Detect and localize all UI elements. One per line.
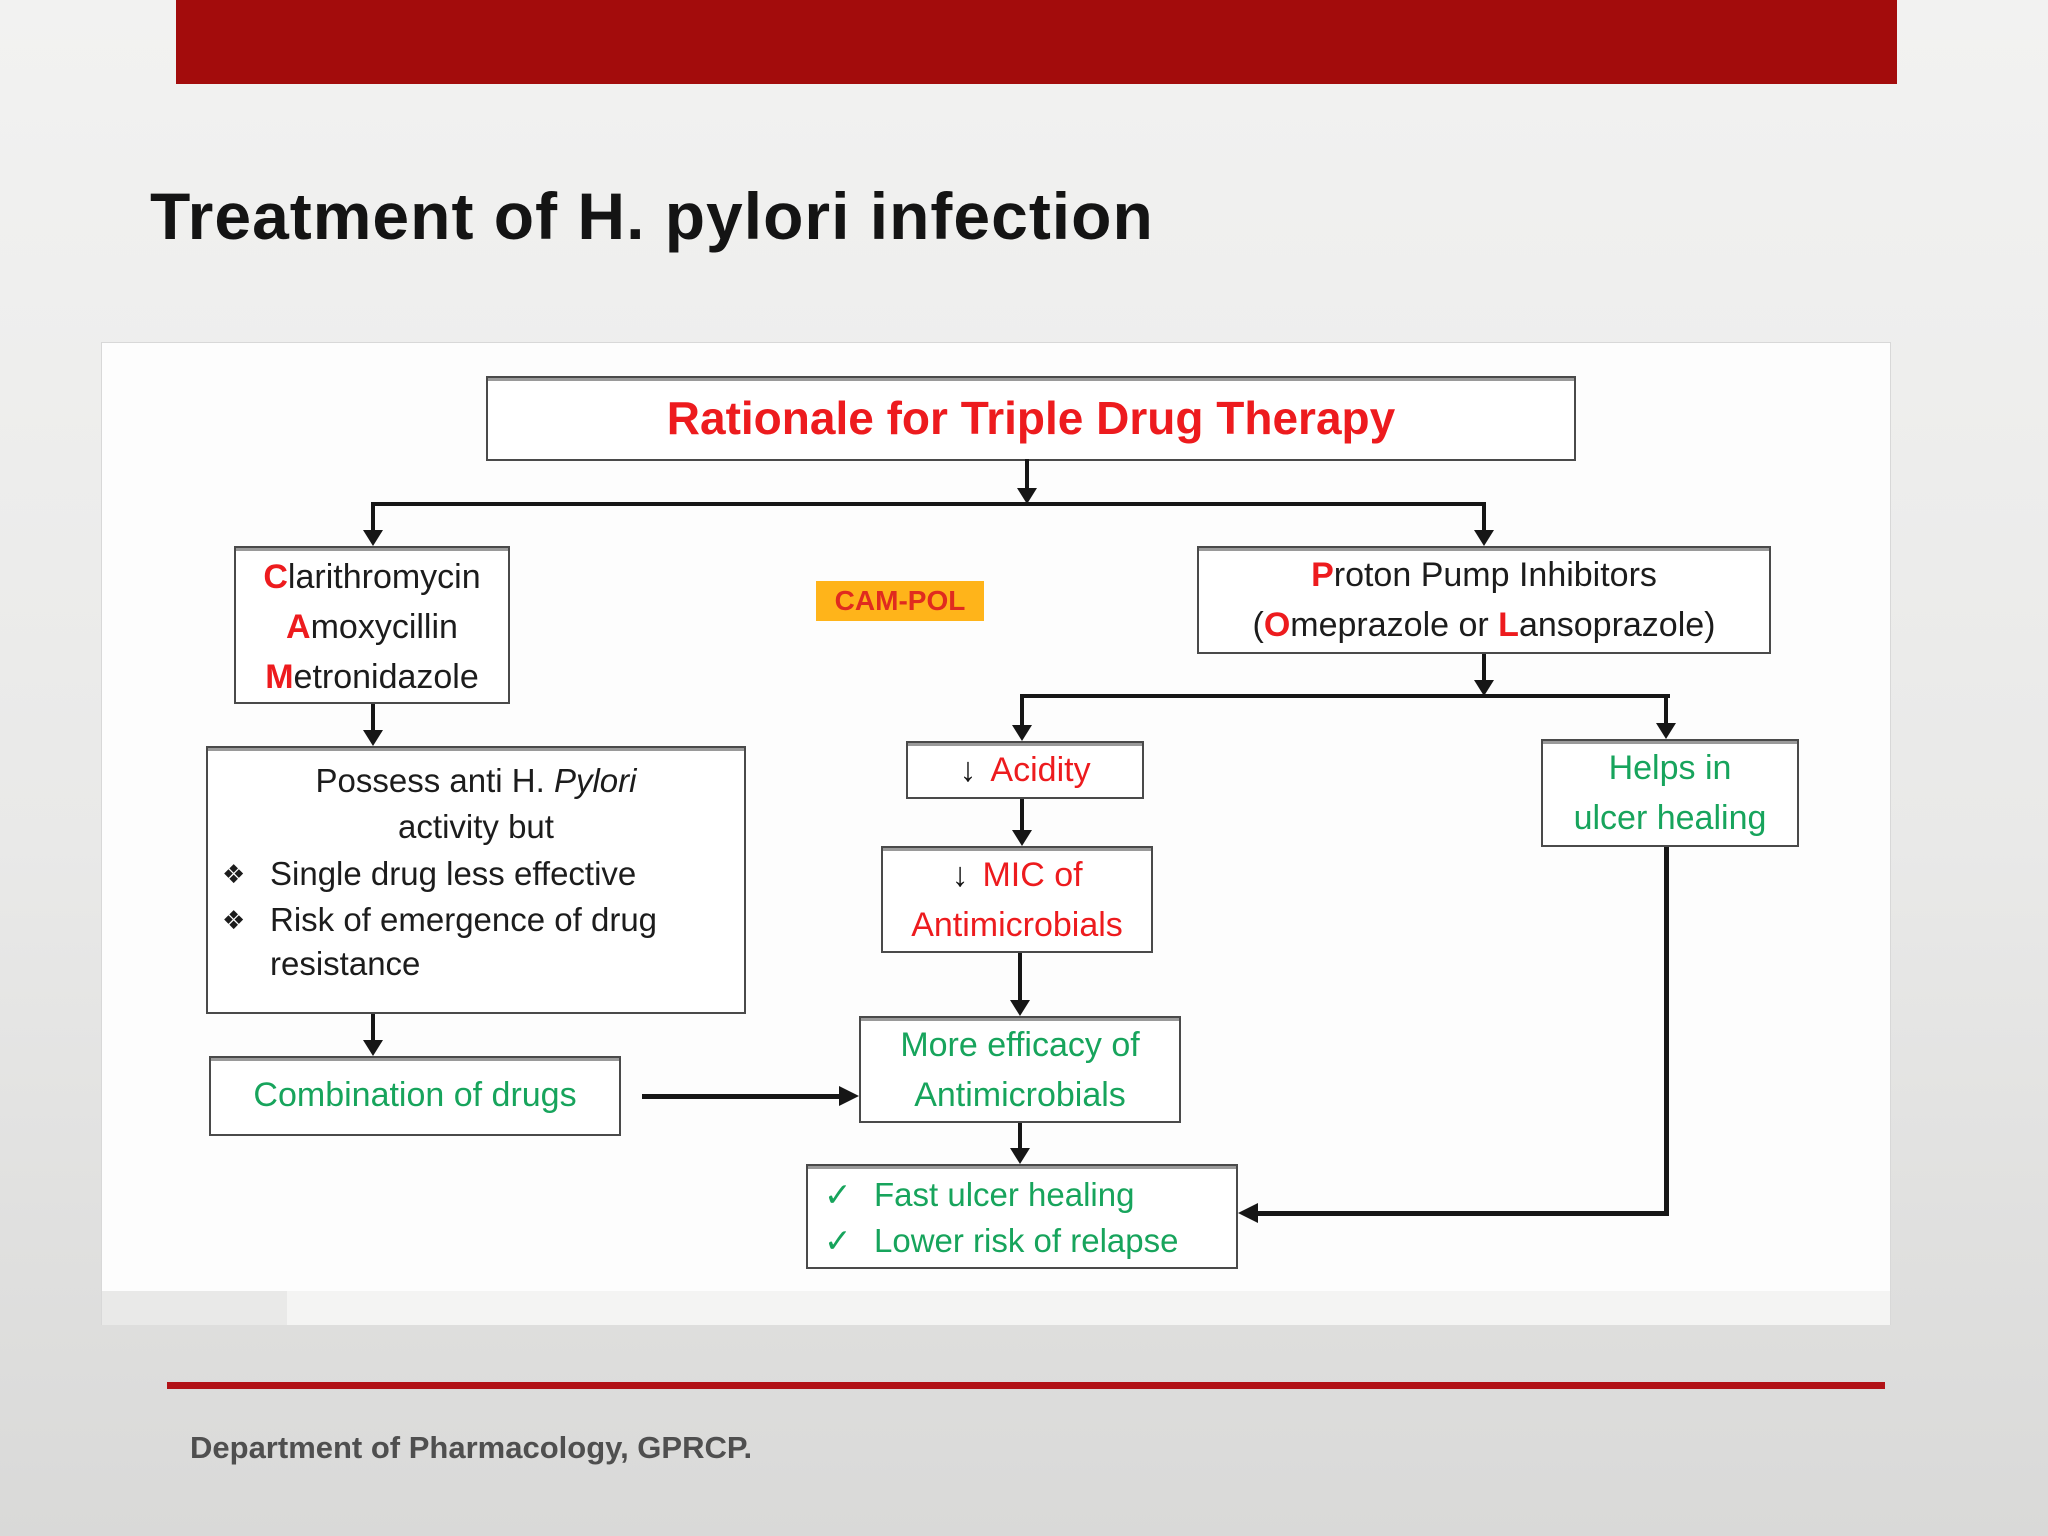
arrowhead-down-icon (363, 1040, 383, 1056)
connector-line (1664, 698, 1668, 723)
mic-line1: ↓MIC of (951, 856, 1083, 894)
connector-line (1258, 1211, 1669, 1216)
connector-line (1018, 1123, 1022, 1148)
cam-drugs-box: Clarithromycin Amoxycillin Metronidazole (234, 546, 510, 704)
possess-heading-line2: activity but (398, 808, 554, 845)
checkmark-icon: ✓ (824, 1176, 852, 1213)
arrowhead-down-icon (1012, 725, 1032, 741)
cam-pol-badge: CAM-POL (816, 581, 984, 621)
outcome-item: ✓ Fast ulcer healing (808, 1172, 1236, 1218)
drug-line: Metronidazole (265, 658, 479, 696)
arrowhead-down-icon (1010, 1000, 1030, 1016)
arrowhead-down-icon (1010, 1148, 1030, 1164)
page-title: Treatment of H. pylori infection (150, 179, 1154, 253)
connector-line (1020, 694, 1670, 698)
decreased-mic-box: ↓MIC of Antimicrobials (881, 846, 1153, 953)
connector-line (1020, 698, 1024, 725)
ppi-line2: (Omeprazole or Lansoprazole) (1252, 606, 1716, 644)
arrowhead-down-icon (1474, 530, 1494, 546)
connector-line (1018, 953, 1022, 1000)
outcome-item: ✓ Lower risk of relapse (808, 1218, 1236, 1264)
arrowhead-left-icon (1238, 1203, 1258, 1223)
decreased-acidity-box: ↓Acidity (906, 741, 1144, 799)
connector-line (1664, 847, 1669, 1216)
arrowhead-down-icon (1012, 830, 1032, 846)
diagram-panel: Rationale for Triple Drug Therapy Clarit… (101, 342, 1891, 1325)
down-arrow-icon: ↓ (959, 751, 977, 789)
checkmark-icon: ✓ (824, 1222, 852, 1259)
connector-line (371, 704, 375, 730)
connector-line (371, 1014, 375, 1040)
top-red-bar (176, 0, 1897, 84)
outcome-box: ✓ Fast ulcer healing ✓ Lower risk of rel… (806, 1164, 1238, 1269)
diagram-title-box: Rationale for Triple Drug Therapy (486, 376, 1576, 461)
more-efficacy-box: More efficacy of Antimicrobials (859, 1016, 1181, 1123)
panel-bottom-strip-segment (102, 1291, 287, 1325)
arrowhead-right-icon (839, 1086, 859, 1106)
arrowhead-down-icon (1656, 723, 1676, 739)
ppi-box: Proton Pump Inhibitors (Omeprazole or La… (1197, 546, 1771, 654)
drug-line: Amoxycillin (286, 608, 458, 646)
diamond-bullet-icon: ❖ (222, 905, 246, 935)
footer-text: Department of Pharmacology, GPRCP. (190, 1430, 753, 1465)
bullet-item: ❖ Single drug less effective (208, 850, 744, 896)
down-arrow-icon: ↓ (951, 856, 969, 894)
drug-line: Clarithromycin (263, 558, 481, 596)
connector-line (1025, 459, 1029, 491)
arrowhead-down-icon (363, 530, 383, 546)
panel-bottom-strip (102, 1291, 1890, 1325)
combination-of-drugs-box: Combination of drugs (209, 1056, 621, 1136)
possess-activity-box: Possess anti H. Pylori activity but ❖ Si… (206, 746, 746, 1014)
bullet-item: ❖ Risk of emergence of drug resistance (208, 896, 744, 986)
connector-line (1482, 506, 1486, 530)
arrowhead-down-icon (363, 730, 383, 746)
possess-heading: Possess anti H. Pylori (315, 762, 637, 799)
connector-line (371, 502, 1486, 506)
diamond-bullet-icon: ❖ (222, 859, 246, 889)
connector-line (1020, 799, 1024, 830)
connector-line (1482, 654, 1486, 680)
helps-ulcer-healing-box: Helps in ulcer healing (1541, 739, 1799, 847)
footer-divider-line (167, 1382, 1885, 1389)
arrowhead-down-icon (1474, 680, 1494, 696)
connector-line (642, 1094, 839, 1099)
arrowhead-down-icon (1017, 488, 1037, 504)
connector-line (371, 506, 375, 530)
ppi-line1: Proton Pump Inhibitors (1311, 556, 1657, 594)
